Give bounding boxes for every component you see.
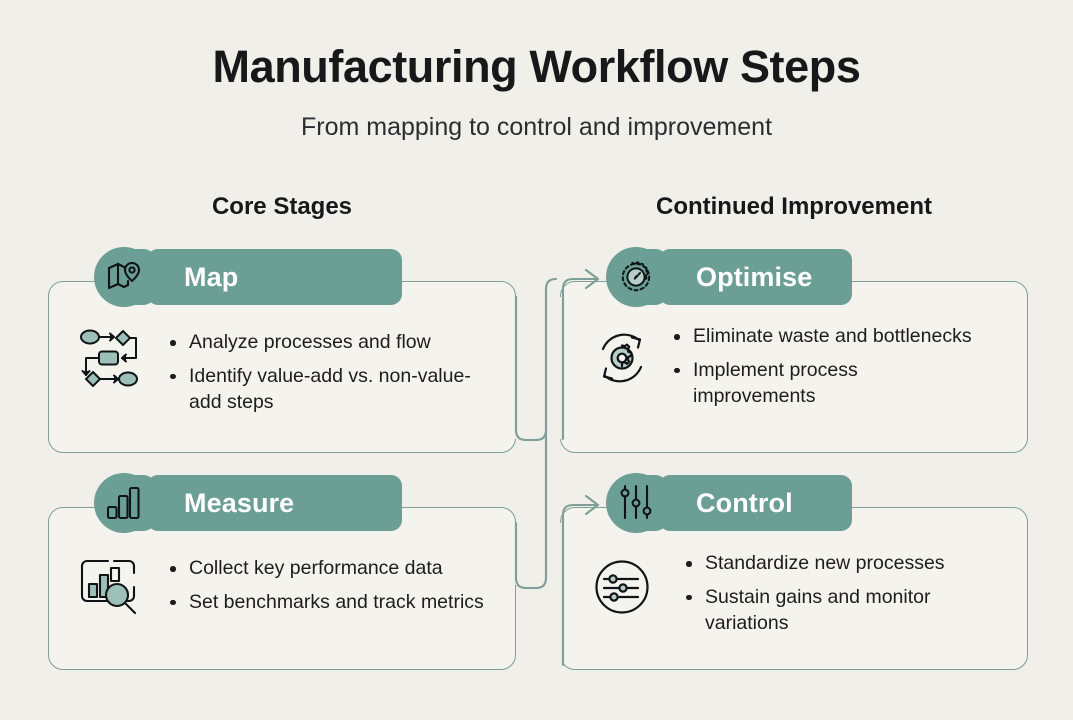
- banner-label-optimise: Optimise: [696, 261, 813, 292]
- column-heading-core-stages: Core Stages: [211, 193, 353, 220]
- list-item: Standardize new processes: [684, 551, 1004, 577]
- gear-refresh-icon: [586, 322, 658, 394]
- chart-magnifier-icon: [74, 551, 146, 623]
- edge-mask-optimise-left: [556, 297, 564, 439]
- column-heading-continued-improvement: Continued Improvement: [655, 193, 932, 220]
- page-title: Manufacturing Workflow Steps: [212, 41, 861, 92]
- gear-gauge-icon: [606, 247, 666, 307]
- banner-label-measure: Measure: [184, 487, 295, 518]
- vertical-sliders-icon: [606, 473, 666, 533]
- map-pin-icon: [94, 247, 154, 307]
- bullet-list-map: Analyze processes and flow Identify valu…: [168, 330, 498, 416]
- list-item: Set benchmarks and track metrics: [168, 590, 503, 616]
- bullet-list-control: Standardize new processes Sustain gains …: [684, 551, 1004, 637]
- circle-sliders-icon: [586, 551, 658, 623]
- list-item: Sustain gains and monitor variations: [684, 585, 1004, 637]
- banner-map[interactable]: Map: [147, 249, 402, 305]
- list-item: Identify value-add vs. non-value-add ste…: [168, 364, 498, 416]
- flowchart-icon: [74, 322, 146, 394]
- list-item: Analyze processes and flow: [168, 330, 498, 356]
- bullet-list-measure: Collect key performance data Set benchma…: [168, 556, 503, 616]
- banner-label-control: Control: [696, 487, 793, 518]
- banner-control[interactable]: Control: [659, 475, 852, 531]
- banner-optimise[interactable]: Optimise: [659, 249, 852, 305]
- list-item: Implement process improvements: [672, 358, 972, 410]
- edge-mask-control-left: [556, 523, 564, 663]
- list-item: Collect key performance data: [168, 556, 503, 582]
- bar-chart-icon: [94, 473, 154, 533]
- banner-measure[interactable]: Measure: [147, 475, 402, 531]
- card-optimise: [560, 281, 1028, 453]
- edge-mask-measure-right: [514, 523, 522, 585]
- banner-label-map: Map: [184, 261, 239, 292]
- bullet-list-optimise: Eliminate waste and bottlenecks Implemen…: [672, 324, 972, 410]
- page-subtitle: From mapping to control and improvement: [300, 113, 773, 141]
- card-map: [48, 281, 516, 453]
- connector-map-to-trunk: [514, 277, 558, 442]
- list-item: Eliminate waste and bottlenecks: [672, 324, 972, 350]
- edge-mask-map-right: [514, 297, 522, 439]
